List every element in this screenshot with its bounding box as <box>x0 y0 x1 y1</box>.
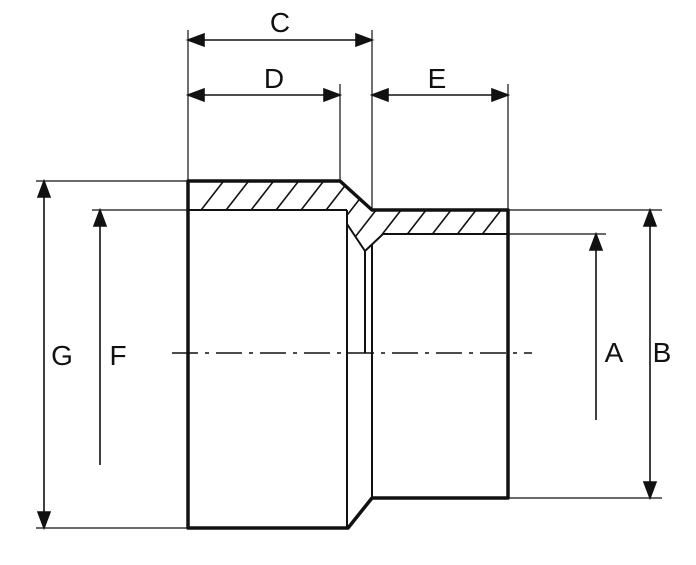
label-b: B <box>653 337 672 368</box>
label-e: E <box>428 63 447 94</box>
dimension-e: E <box>369 63 511 103</box>
dimension-g: G <box>36 178 73 531</box>
label-c: C <box>270 7 290 38</box>
label-g: G <box>51 340 73 371</box>
extension-lines <box>36 30 662 529</box>
label-a: A <box>605 337 624 368</box>
dimension-c: C <box>185 7 375 48</box>
label-f: F <box>109 340 126 371</box>
dimension-a: A <box>588 231 624 420</box>
dimension-b: B <box>642 207 672 501</box>
label-d: D <box>264 63 284 94</box>
transition-inner <box>346 223 384 253</box>
dimension-f: F <box>92 207 127 465</box>
bore-lines <box>188 209 508 528</box>
dimension-d: D <box>185 63 343 103</box>
